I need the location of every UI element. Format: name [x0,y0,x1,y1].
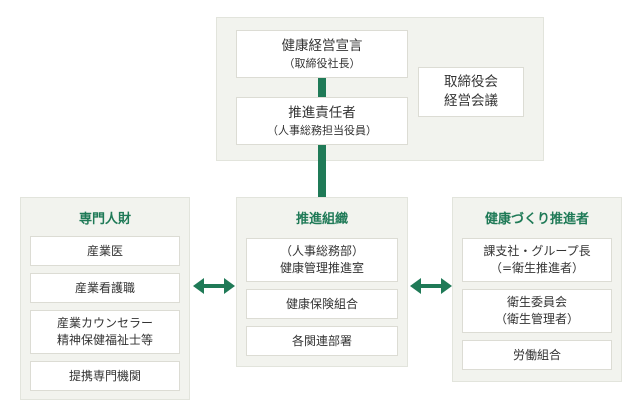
experts-item-0-line-0: 産業医 [86,243,123,258]
experts-item-1: 産業看護職 [30,273,180,303]
organization-item-2: 各関連部署 [246,326,398,356]
declaration-role: （取締役社長） [283,57,361,70]
board-line-2: 経営会議 [444,93,498,109]
promoters-item-2: 労働組合 [462,340,612,370]
leadership-organization-connector [318,145,326,197]
organization-item-0-line-1: 健康管理推進室 [279,261,364,275]
promoters-item-0-line-0: 課支社・グループ長 [483,244,591,258]
organization-item-0: （人事総務部） 健康管理推進室 [246,238,398,282]
organization-title: 推進組織 [295,212,348,227]
board-line-1: 取締役会 [444,74,498,90]
declaration-title: 健康経営宣言 [281,38,363,54]
experts-item-3-line-0: 提携専門機関 [68,368,141,383]
promoter-title: 推進責任者 [288,105,356,121]
double-arrow-icon [410,278,452,294]
declaration-promoter-connector [318,78,326,97]
promoters-item-1-line-1: （衛生管理者） [494,312,579,326]
promoter-box: 推進責任者 （人事総務担当役員） [236,97,408,145]
experts-title: 専門人財 [78,212,131,227]
experts-item-3: 提携専門機関 [30,361,180,391]
experts-item-2-line-1: 精神保健福祉士等 [56,333,153,347]
promoters-item-2-line-0: 労働組合 [512,347,561,362]
promoters-item-0-line-1: （=衛生推進者） [489,261,585,275]
organization-promoters-arrow [410,278,452,294]
promoters-item-0: 課支社・グループ長 （=衛生推進者） [462,238,612,282]
experts-item-2-line-0: 産業カウンセラー [56,316,153,330]
experts-item-2: 産業カウンセラー 精神保健福祉士等 [30,310,180,354]
organization-item-1: 健康保険組合 [246,289,398,319]
board-box: 取締役会 経営会議 [418,67,524,117]
organization-item-0-line-0: （人事総務部） [279,244,364,258]
organization-item-1-line-0: 健康保険組合 [285,296,358,311]
experts-item-0: 産業医 [30,236,180,266]
double-arrow-icon [193,278,235,294]
promoters-item-1-line-0: 衛生委員会 [506,295,567,309]
organization-item-2-line-0: 各関連部署 [291,333,352,348]
experts-item-1-line-0: 産業看護職 [74,280,135,295]
promoters-item-1: 衛生委員会 （衛生管理者） [462,289,612,333]
promoters-title: 健康づくり推進者 [484,212,589,227]
declaration-box: 健康経営宣言 （取締役社長） [236,30,408,78]
promoter-role: （人事総務担当役員） [267,124,377,137]
experts-organization-arrow [193,278,235,294]
